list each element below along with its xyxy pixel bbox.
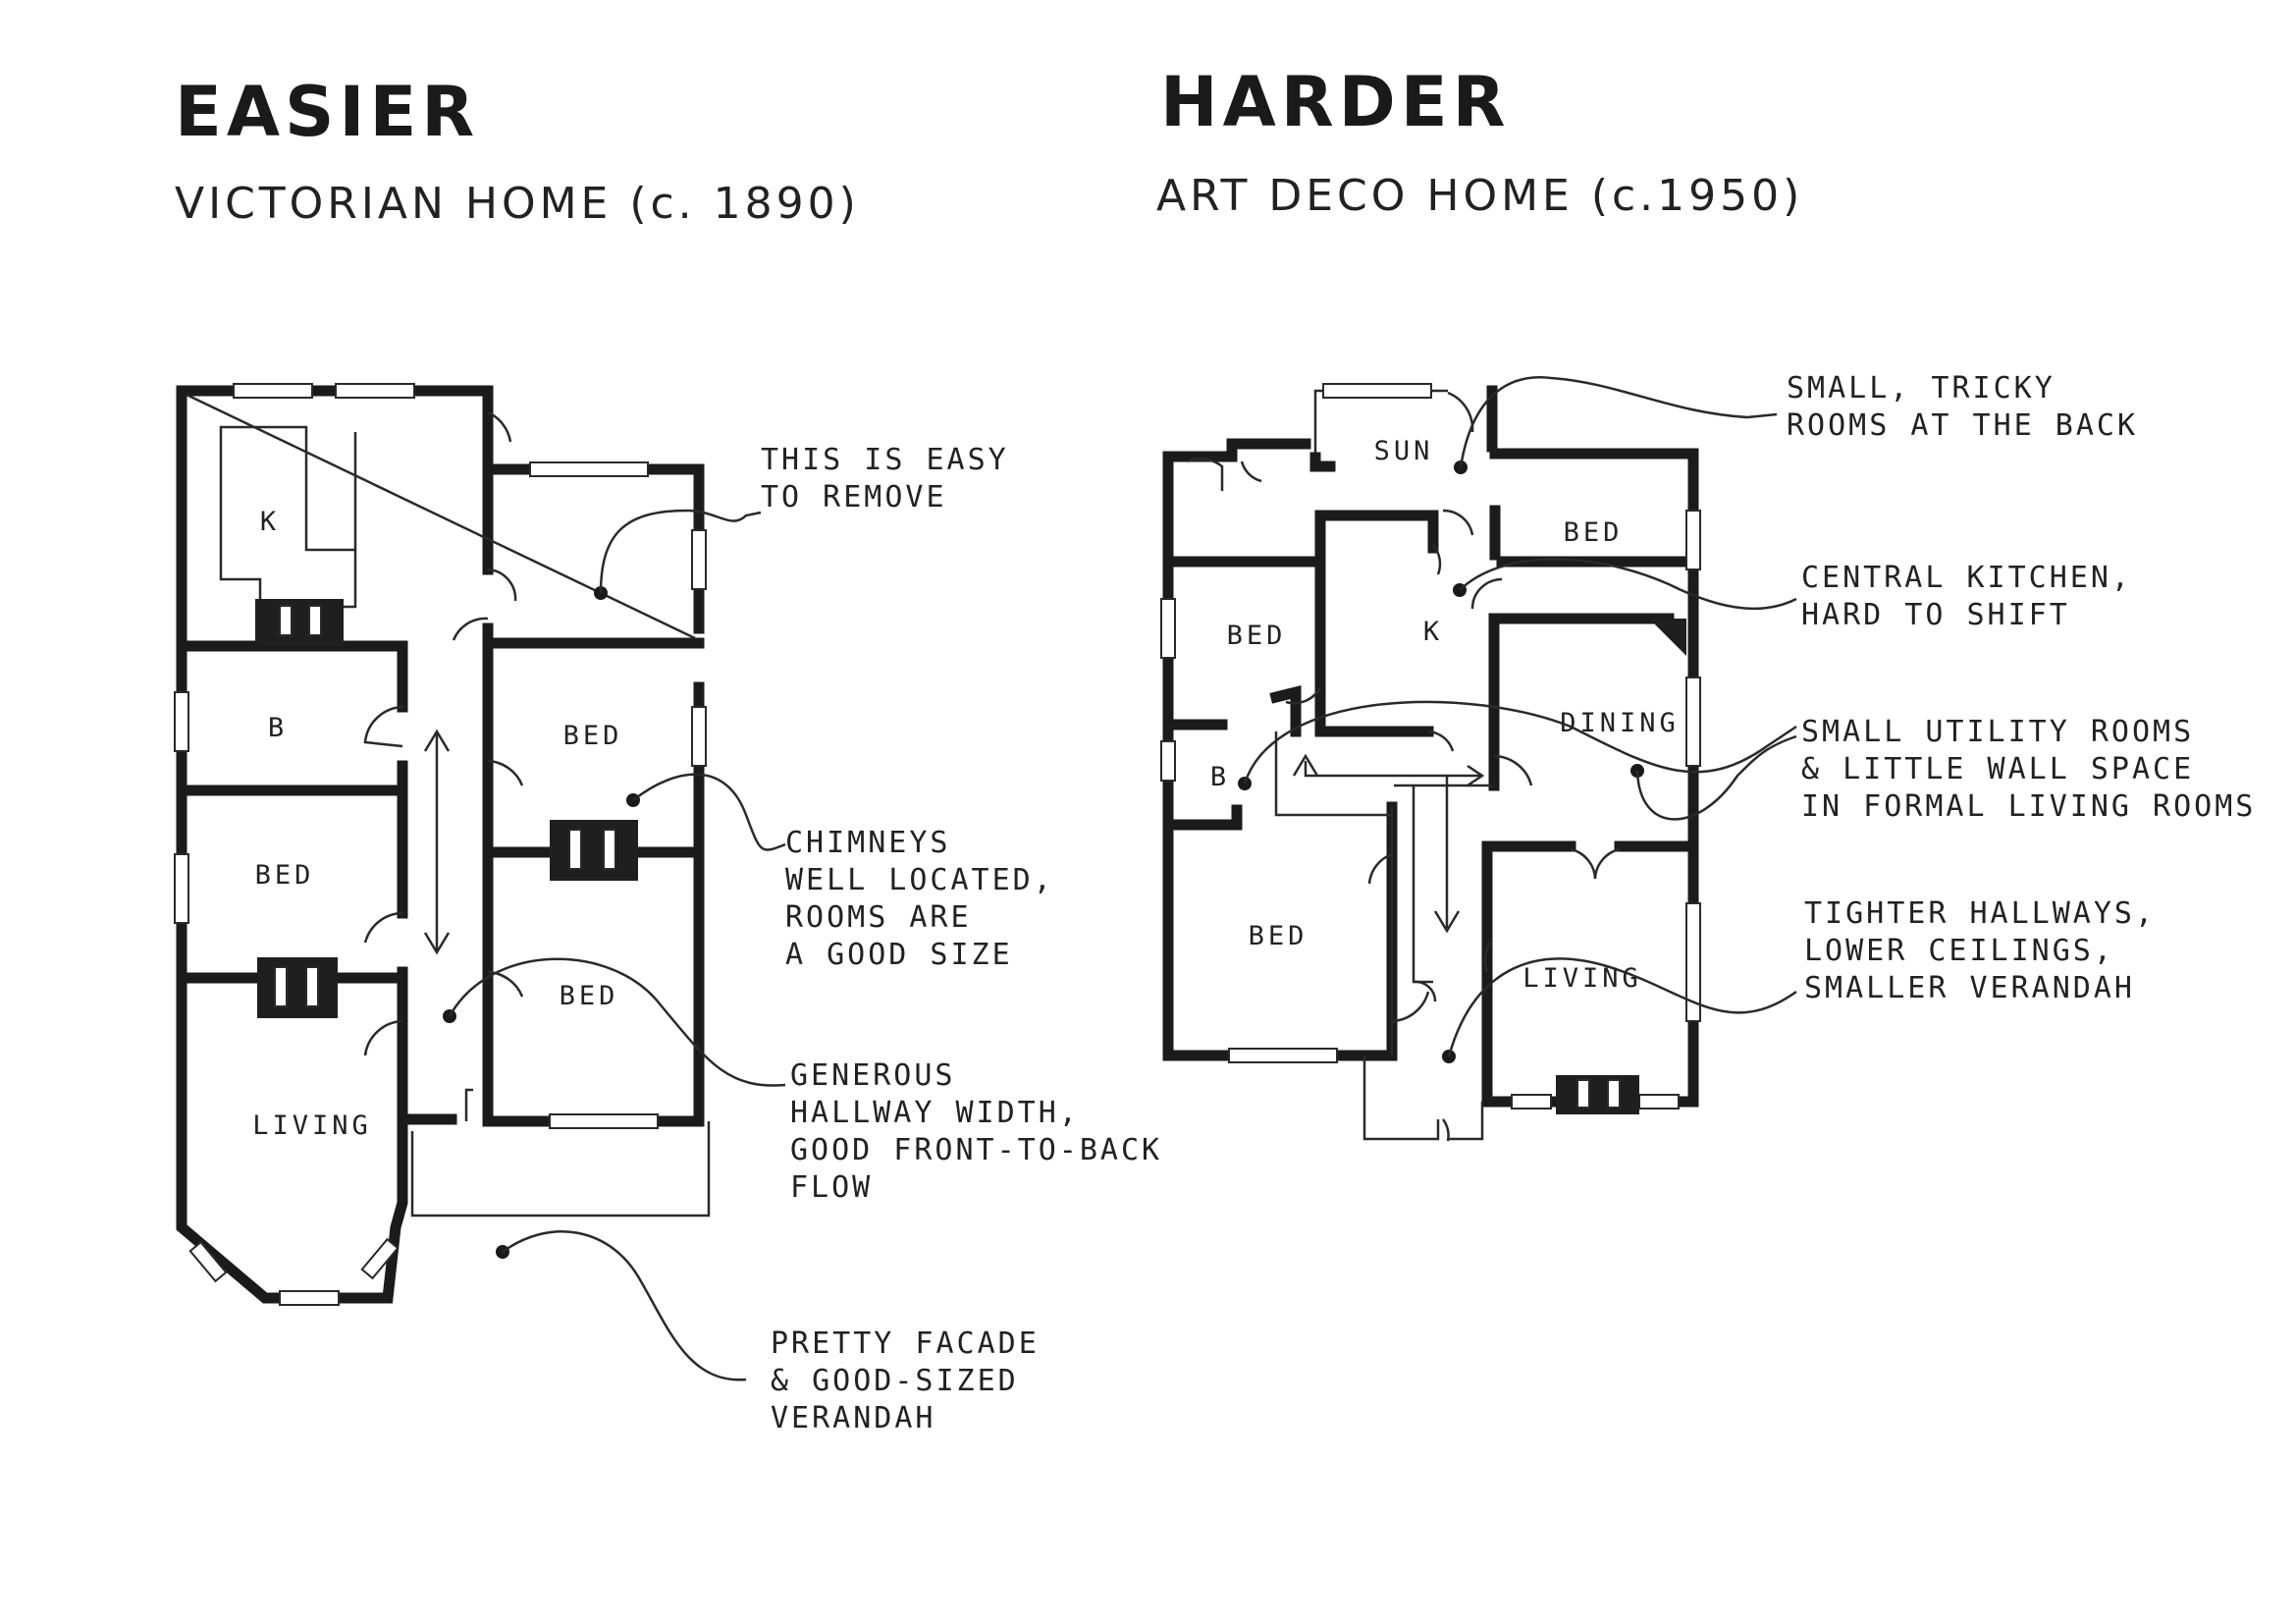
note-central-kitchen: CENTRAL KITCHEN, HARD TO SHIFT bbox=[1801, 561, 2153, 632]
artdeco-dining-label: DINING bbox=[1560, 708, 1680, 738]
victorian-bed-top-right-label: BED bbox=[563, 721, 623, 751]
artdeco-bath-label: B bbox=[1210, 762, 1230, 792]
victorian-bed-left-label: BED bbox=[255, 860, 315, 891]
note-easy-to-remove: THIS IS EASY TO REMOVE bbox=[761, 443, 1030, 514]
artdeco-living-label: LIVING bbox=[1522, 963, 1642, 994]
note-chimneys-well-located: CHIMNEYS WELL LOCATED, ROOMS ARE A GOOD … bbox=[785, 826, 1075, 972]
note-tighter-hallways: TIGHTER HALLWAYS, LOWER CEILINGS, SMALLE… bbox=[1804, 896, 2176, 1005]
victorian-kitchen-label: K bbox=[260, 507, 280, 537]
artdeco-sun-label: SUN bbox=[1374, 436, 1434, 466]
artdeco-bed-top-right-label: BED bbox=[1564, 517, 1624, 548]
easier-heading: EASIER bbox=[175, 72, 479, 152]
victorian-living-label: LIVING bbox=[252, 1110, 372, 1141]
victorian-bath-label: B bbox=[268, 713, 288, 743]
victorian-floor-plan bbox=[174, 383, 786, 1381]
note-pretty-facade: PRETTY FACADE & GOOD-SIZED VERANDAH bbox=[771, 1326, 1060, 1435]
artdeco-bed-left-label: BED bbox=[1227, 621, 1287, 651]
note-tricky-back-rooms: SMALL, TRICKY ROOMS AT THE BACK bbox=[1787, 371, 2138, 443]
artdeco-kitchen-label: K bbox=[1423, 617, 1443, 647]
art-deco-floor-plan bbox=[1160, 376, 1797, 1142]
victorian-home-subheading: VICTORIAN HOME (c. 1890) bbox=[175, 179, 860, 229]
note-generous-hallway: GENEROUS HALLWAY WIDTH, GOOD FRONT-TO-BA… bbox=[790, 1058, 1183, 1205]
victorian-bed-bottom-right-label: BED bbox=[560, 981, 619, 1011]
artdeco-bed-bottom-left-label: BED bbox=[1249, 921, 1308, 951]
art-deco-home-subheading: ART DECO HOME (c.1950) bbox=[1156, 171, 1803, 221]
note-small-utility-rooms: SMALL UTILITY ROOMS & LITTLE WALL SPACE … bbox=[1801, 715, 2256, 824]
harder-heading: HARDER bbox=[1160, 62, 1510, 142]
